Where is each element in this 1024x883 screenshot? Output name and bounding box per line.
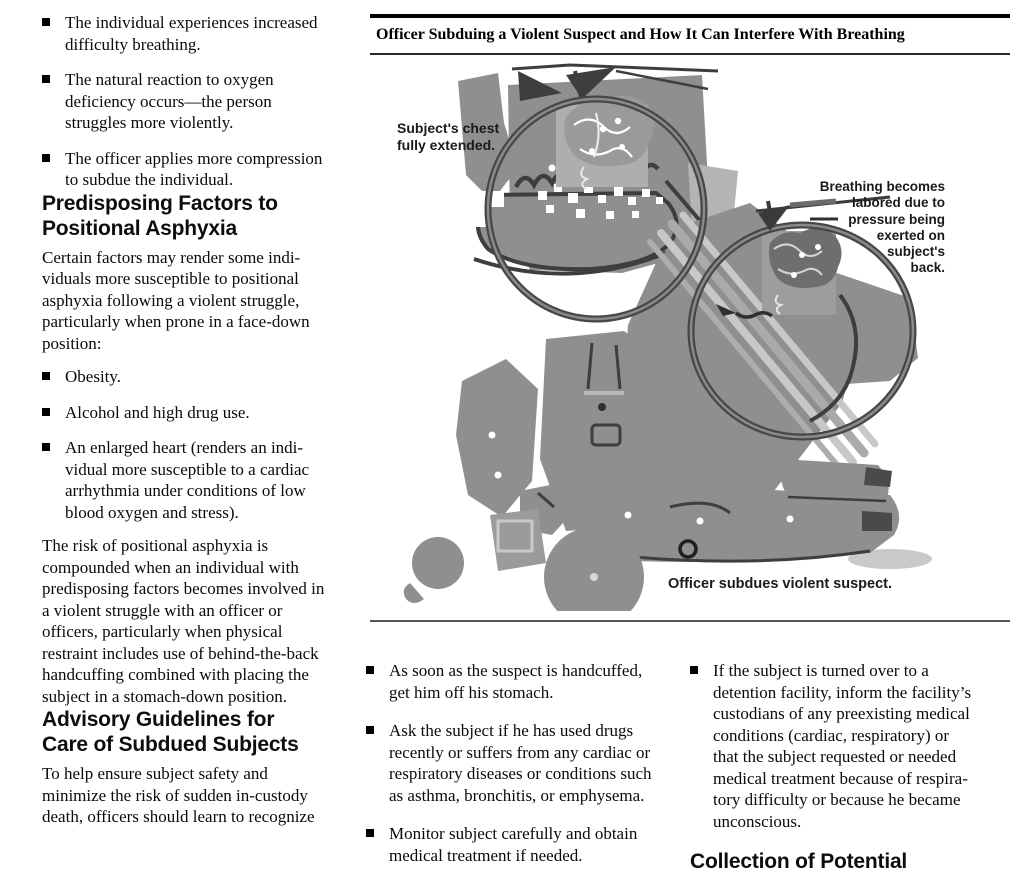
list-item: Obesity. [42,366,358,388]
section-heading-predisposing-factors: Predisposing Factors to Positional Asphy… [42,191,278,240]
figure-title: Officer Subduing a Violent Suspect and H… [376,26,905,43]
figure-caption: Officer subdues violent suspect. [668,576,892,592]
list-item: Alcohol and high drug use. [42,402,358,424]
paragraph-risk-compounded: The risk of positional asphyxia is compo… [42,536,325,706]
magnifier-circle-back [687,221,917,441]
officer-suspect-illustration [403,63,932,611]
list-item: The natural reaction to oxygen deficienc… [42,69,358,134]
bottom-middle-column: As soon as the suspect is handcuffed, ge… [366,660,680,883]
list-item: Monitor subject carefully and obtain med… [366,823,680,866]
bullet-square-icon [42,153,50,162]
bullet-text: Monitor subject carefully and obtain med… [389,824,638,865]
bullet-text: An enlarged heart (renders an indi- vidu… [65,438,310,522]
paragraph-to-help-ensure: To help ensure subject safety and minimi… [42,764,315,826]
bullet-text: Obesity. [65,367,122,386]
list-item: The individual experiences increased dif… [42,12,358,55]
left-text-column: The individual experiences increased dif… [42,12,358,828]
bottom-right-column: If the subject is turned over to a deten… [690,660,1016,874]
magnifier-circle-chest [484,95,708,323]
list-item: Ask the subject if he has used drugs rec… [366,720,680,806]
section-heading-advisory-guidelines: Advisory Guidelines for Care of Subdued … [42,708,299,756]
figure-title-underline [370,53,1010,55]
factor-bullet-list: Obesity. Alcohol and high drug use. An e… [42,366,358,523]
list-item: As soon as the suspect is handcuffed, ge… [366,660,680,703]
bullet-square-icon [42,75,50,83]
scene-officer-subduing [403,331,932,611]
bullet-square-icon [42,443,50,451]
handcuffed-hands-detail [755,195,891,231]
list-item: An enlarged heart (renders an indi- vidu… [42,437,358,523]
detention-bullet-list: If the subject is turned over to a deten… [690,660,1016,832]
figure-bottom-rule [370,620,1010,622]
bullet-square-icon [42,18,50,26]
bullet-text: Ask the subject if he has used drugs rec… [389,721,652,805]
care-bullet-list: As soon as the suspect is handcuffed, ge… [366,660,680,866]
callout-breathing-labored: Breathing becomes labored due to pressur… [819,179,945,276]
bullet-text: If the subject is turned over to a deten… [713,661,972,831]
figure-box: Officer Subduing a Violent Suspect and H… [370,14,1010,622]
list-item: The officer applies more compression to … [42,148,358,191]
bullet-text: The individual experiences increased dif… [65,13,318,54]
bullet-square-icon [366,666,374,674]
bullet-square-icon [42,407,50,416]
figure-illustration: Subject's chest fully extended. Breathin… [370,63,1010,611]
scene-chest-extended [458,63,738,276]
list-item: If the subject is turned over to a deten… [690,660,1016,832]
callout-chest-extended: Subject's chest fully extended. [397,120,500,153]
intro-bullet-list: The individual experiences increased dif… [42,12,358,191]
bullet-square-icon [366,829,374,837]
bullet-square-icon [42,372,50,380]
bullet-text: Alcohol and high drug use. [65,402,250,422]
bullet-text: As soon as the suspect is handcuffed, ge… [389,661,643,702]
bullet-text: The natural reaction to oxygen deficienc… [65,70,274,132]
figure-top-rule [370,14,1010,18]
bullet-text: The officer applies more compression to … [65,148,323,190]
paragraph-certain-factors: Certain factors may render some indi- vi… [42,247,310,353]
bullet-square-icon [366,726,374,734]
bullet-square-icon [690,666,698,674]
section-heading-collection-clipped: Collection of Potential [690,850,908,873]
